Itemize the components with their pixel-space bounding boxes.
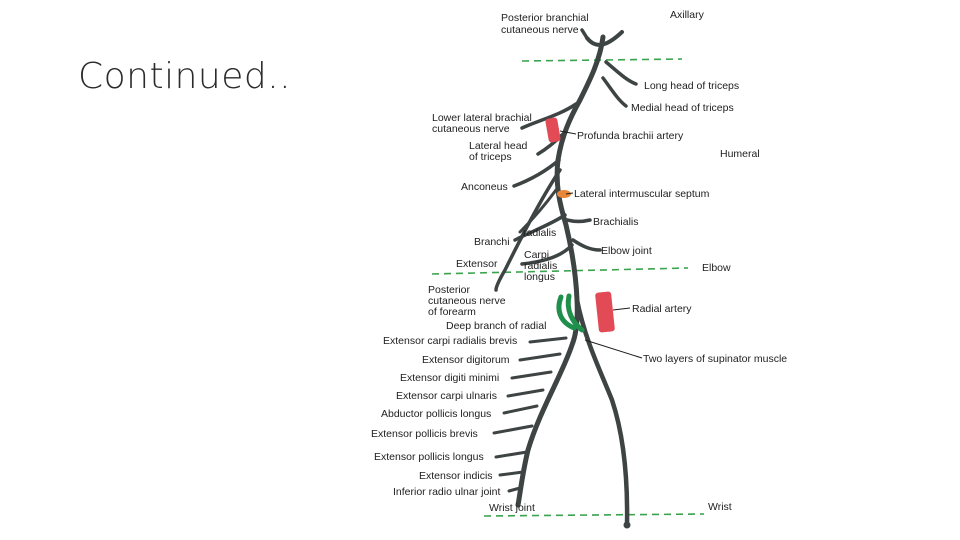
label-posterior-cutaneous-2: cutaneous nerve bbox=[428, 295, 506, 307]
radial-artery-marker bbox=[595, 291, 615, 333]
label-humeral: Humeral bbox=[720, 148, 760, 160]
label-posterior-cutaneous-3: of forearm bbox=[428, 306, 476, 318]
label-two-layers-supinator: Two layers of supinator muscle bbox=[643, 353, 787, 365]
branch-inferior-radio-ulnar bbox=[507, 486, 522, 493]
branch-extensor-carpi-ulnaris bbox=[506, 388, 545, 398]
profunda-brachii-artery-marker bbox=[545, 117, 561, 143]
label-elbow: Elbow bbox=[702, 262, 731, 274]
lateral-head-branch bbox=[536, 132, 565, 156]
branch-ecrb bbox=[528, 336, 568, 344]
label-carpi-1: Carpi bbox=[524, 249, 549, 261]
label-carpi-2: radialis bbox=[524, 260, 557, 272]
label-ecrb: Extensor carpi radialis brevis bbox=[383, 335, 517, 347]
branch-extensor-pollicis-brevis bbox=[492, 424, 534, 435]
axillary-level-line bbox=[521, 58, 683, 62]
medial-head-branch bbox=[601, 76, 628, 108]
supinator-muscle bbox=[556, 293, 585, 333]
label-brachialis: Brachialis bbox=[593, 216, 639, 228]
radialis-branch bbox=[518, 188, 558, 234]
supinator-pointer bbox=[584, 339, 643, 359]
label-extensor: Extensor bbox=[456, 258, 498, 270]
label-wrist-joint: Wrist joint bbox=[489, 502, 535, 514]
label-extensor-digiti-minimi: Extensor digiti minimi bbox=[400, 372, 499, 384]
label-lateral-intermuscular-septum: Lateral intermuscular septum bbox=[574, 188, 710, 200]
branch-abductor-pollicis-longus bbox=[502, 404, 539, 415]
superficial-branch-end bbox=[623, 521, 631, 529]
label-extensor-digitorum: Extensor digitorum bbox=[422, 354, 510, 366]
elbow-level-line bbox=[431, 267, 689, 275]
label-lateral-head-1: Lateral head bbox=[469, 140, 528, 152]
wrist-level-line bbox=[483, 513, 705, 517]
branch-extensor-pollicis-longus bbox=[494, 450, 529, 459]
label-extensor-pollicis-brevis: Extensor pollicis brevis bbox=[371, 428, 478, 440]
label-lower-lateral-brachial-1: Lower lateral brachial bbox=[432, 112, 532, 124]
label-deep-branch-radial: Deep branch of radial bbox=[446, 320, 546, 332]
label-wrist: Wrist bbox=[708, 501, 732, 513]
posterior-brachial-stub bbox=[580, 28, 589, 40]
long-head-branch bbox=[604, 60, 638, 86]
label-abductor-pollicis-longus: Abductor pollicis longus bbox=[381, 408, 491, 420]
label-elbow-joint: Elbow joint bbox=[601, 245, 652, 257]
brachialis-branch bbox=[565, 218, 592, 224]
label-axillary: Axillary bbox=[670, 9, 705, 21]
label-radial-artery: Radial artery bbox=[632, 303, 692, 315]
profunda-pointer bbox=[559, 130, 577, 135]
brachioradialis-branch bbox=[513, 213, 567, 242]
label-posterior-cutaneous-1: Posterior bbox=[428, 284, 471, 296]
label-profunda-brachii: Profunda brachii artery bbox=[577, 130, 684, 142]
ecrl-branch bbox=[520, 243, 574, 266]
branch-extensor-digiti-minimi bbox=[510, 370, 553, 380]
label-anconeus: Anconeus bbox=[461, 181, 508, 193]
elbow-joint-branch bbox=[571, 238, 602, 252]
label-extensor-indicis: Extensor indicis bbox=[419, 470, 493, 482]
label-branchi: Branchi bbox=[474, 236, 510, 248]
label-inferior-radio-ulnar: Inferior radio ulnar joint bbox=[393, 486, 500, 498]
label-long-head-triceps: Long head of triceps bbox=[644, 80, 739, 92]
label-medial-head-triceps: Medial head of triceps bbox=[631, 102, 734, 114]
label-extensor-pollicis-longus: Extensor pollicis longus bbox=[374, 451, 484, 463]
superficial-branch bbox=[574, 297, 630, 528]
label-radialis: radialis bbox=[523, 227, 556, 239]
anconeus-branch bbox=[512, 158, 561, 188]
branch-extensor-digitorum bbox=[518, 352, 562, 362]
radial-artery-pointer bbox=[612, 307, 631, 311]
septum-marker bbox=[557, 190, 571, 198]
label-posterior-brachial-1: Posterior branchial bbox=[501, 12, 589, 24]
posterior-cutaneous-forearm-branch bbox=[494, 168, 562, 292]
label-lateral-head-2: of triceps bbox=[469, 151, 512, 163]
septum-pointer bbox=[565, 192, 574, 195]
label-extensor-carpi-ulnaris: Extensor carpi ulnaris bbox=[396, 390, 497, 402]
label-carpi-3: longus bbox=[524, 271, 555, 283]
axillary-fork bbox=[585, 30, 624, 47]
branch-extensor-indicis bbox=[498, 470, 525, 477]
label-lower-lateral-brachial-2: cutaneous nerve bbox=[432, 123, 510, 135]
label-posterior-brachial-2: cutaneous nerve bbox=[501, 24, 579, 36]
slide-title: Continued.. bbox=[78, 56, 292, 97]
lower-lateral-brachial-branch bbox=[520, 102, 578, 130]
